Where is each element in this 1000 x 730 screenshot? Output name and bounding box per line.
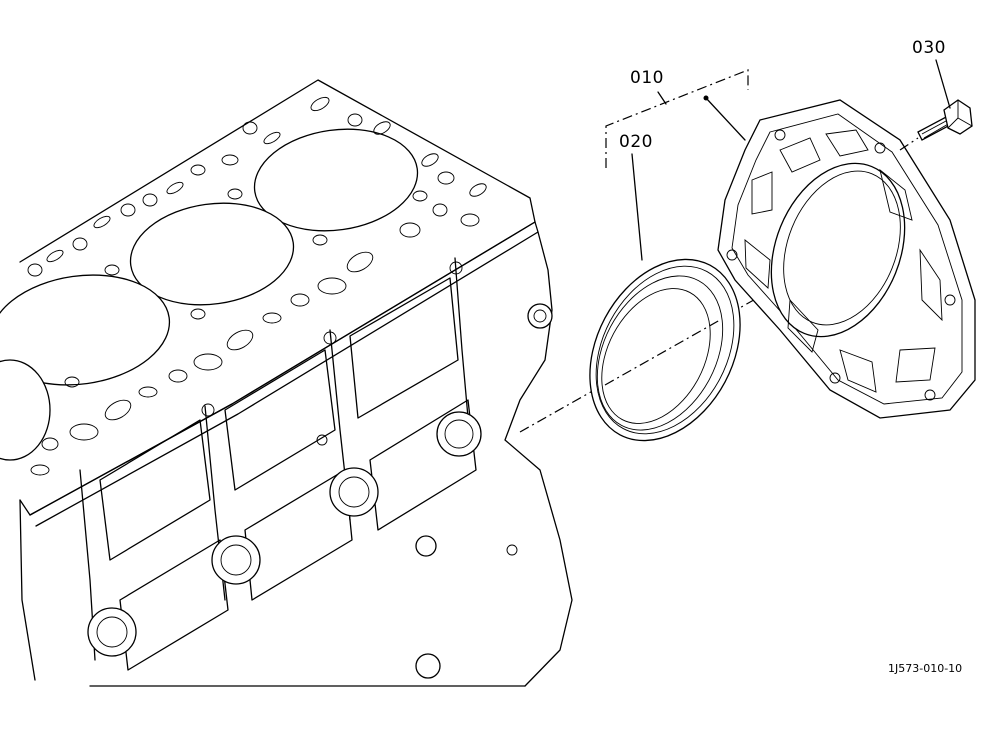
- engine-block: [0, 79, 573, 687]
- seal-housing: [717, 99, 976, 419]
- oil-seal: [589, 258, 741, 442]
- hex-bolt: [899, 99, 973, 151]
- callout-030: 030: [912, 38, 946, 58]
- callout-010: 010: [630, 68, 664, 88]
- figure-code: 1J573-010-10: [888, 662, 963, 675]
- leader-lines: [605, 59, 951, 261]
- callout-020: 020: [619, 132, 653, 152]
